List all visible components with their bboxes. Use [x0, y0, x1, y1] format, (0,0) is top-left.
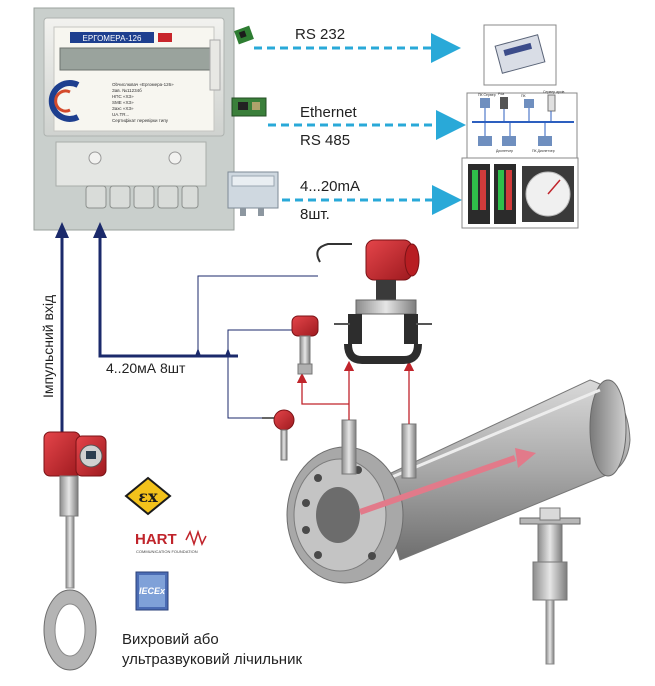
dp-transmitter: [316, 239, 432, 364]
svg-text:НПС «ХЗ»: НПС «ХЗ»: [112, 94, 134, 99]
label-rs485: RS 485: [300, 132, 351, 149]
analog-output-module: [227, 171, 279, 216]
ethernet-module: [231, 97, 267, 117]
network-target: ПК Сервер Pda ПК Сервер архів Диспетчер …: [466, 90, 578, 166]
atex-ex-logo: εx: [124, 476, 172, 516]
display-screen: [59, 47, 211, 71]
iecex-logo: IECEx: [135, 571, 169, 611]
svg-text:Сертифікат перевірки типу: Сертифікат перевірки типу: [112, 118, 169, 123]
svg-text:IECEx: IECEx: [139, 586, 166, 596]
label-analog-bus: 4..20мА 8шт: [106, 360, 186, 376]
hart-logo: HART COMMUNICATION FOUNDATION: [135, 529, 207, 554]
svg-text:Захс «ХЗ»: Захс «ХЗ»: [112, 106, 134, 111]
flow-computer: ЕРГОМЕРА-126 Obчислювач «Ергомера-126» З…: [33, 7, 235, 231]
sensor-wiring: [197, 275, 318, 419]
probe-1: [341, 419, 357, 475]
recorders-target: [461, 157, 579, 229]
svg-text:ПК: ПК: [521, 94, 527, 98]
sampling-probe: [519, 507, 581, 665]
model-badge: [70, 32, 154, 43]
svg-text:Сервер архів: Сервер архів: [543, 90, 564, 94]
svg-text:SME «ХЗ»: SME «ХЗ»: [112, 100, 134, 105]
probe-2: [401, 423, 417, 479]
svg-text:Зав. №11234б: Зав. №11234б: [112, 88, 142, 93]
analog-input-arrow: [98, 232, 238, 358]
recorder-2: [494, 164, 516, 224]
svg-text:COMMUNICATION FOUNDATION: COMMUNICATION FOUNDATION: [136, 549, 198, 554]
recorder-1: [468, 164, 490, 224]
svg-text:HART: HART: [135, 531, 177, 548]
device-panel-text: Obчислювач «Ергомера-126» Зав. №11234б Н…: [112, 82, 174, 123]
label-analog-out: 4...20mA: [300, 178, 361, 195]
pipe-assembly: [286, 379, 631, 584]
caption-line-1: Вихровий або: [122, 631, 219, 648]
svg-text:εx: εx: [138, 487, 158, 506]
temperature-sensor: [262, 409, 295, 461]
label-rs232: RS 232: [295, 26, 346, 43]
svg-text:ПК Диспетчер: ПК Диспетчер: [532, 149, 555, 153]
cable-glands: [85, 185, 199, 209]
svg-text:UA.TR...: UA.TR...: [112, 112, 129, 117]
svg-text:Диспетчер: Диспетчер: [496, 149, 513, 153]
caption-line-2: ультразвуковий лічильник: [122, 651, 303, 668]
svg-text:Obчислювач «Ергомера-126»: Obчислювач «Ергомера-126»: [112, 82, 174, 87]
vortex-flowmeter: [43, 431, 107, 671]
model-name: ЕРГОМЕРА-126: [83, 34, 142, 43]
network-node-labels: ПК Сервер Pda ПК Сервер архів Диспетчер …: [478, 90, 564, 153]
label-analog-count: 8шт.: [300, 206, 330, 223]
impulse-lines: [296, 360, 415, 424]
rs232-target: [483, 24, 557, 86]
svg-text:ПК Сервер: ПК Сервер: [478, 93, 496, 97]
rs232-module: [234, 25, 254, 45]
dashed-links: [254, 33, 466, 215]
label-ethernet: Ethernet: [300, 104, 357, 121]
label-pulse-input: Імпульсний вхід: [40, 294, 56, 398]
input-arrows: [60, 232, 238, 432]
pressure-transmitter: [291, 315, 319, 375]
svg-text:Pda: Pda: [498, 92, 504, 96]
